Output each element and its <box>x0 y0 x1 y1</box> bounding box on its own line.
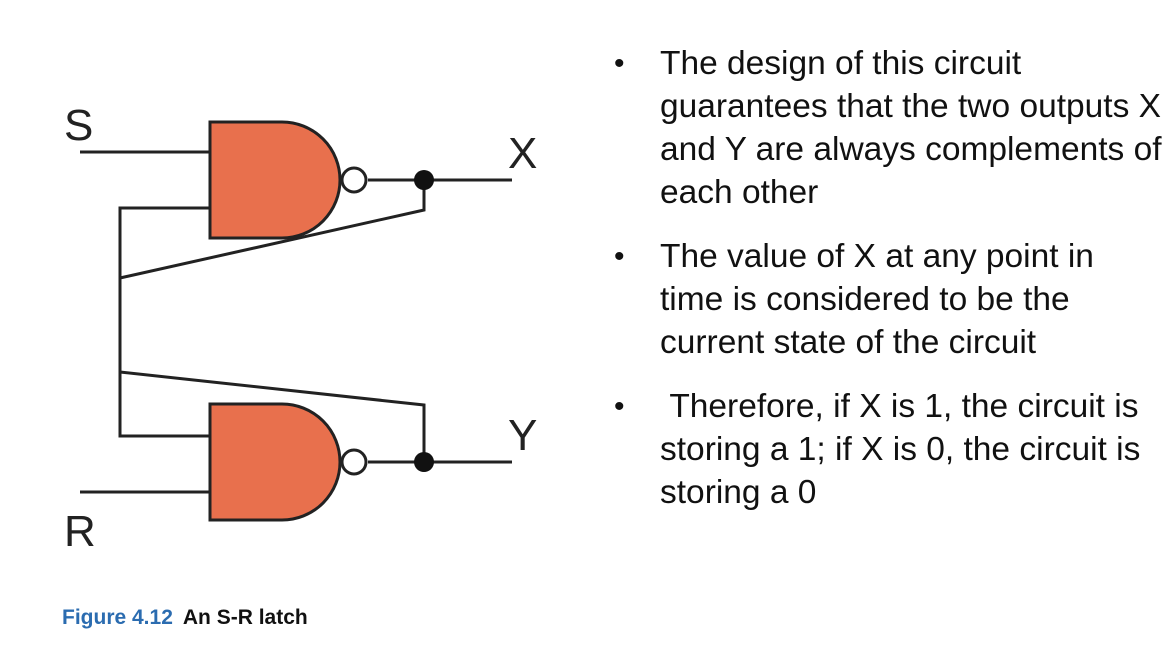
bullet-item: • The value of X at any point in time is… <box>610 235 1165 364</box>
x-label: X <box>508 129 537 178</box>
r-label: R <box>64 507 96 556</box>
y-label: Y <box>508 411 537 460</box>
bullet-text: The design of this circuit guarantees th… <box>660 45 1162 211</box>
top-nand-gate <box>208 120 342 240</box>
sr-latch-diagram: S X Y R <box>64 101 537 556</box>
y-feedback-wire-upper <box>118 206 212 278</box>
figure-number: Figure 4.12 <box>62 606 173 629</box>
bullet-list: • The design of this circuit guarantees … <box>610 42 1165 535</box>
bullet-marker: • <box>614 240 625 273</box>
figure-caption: Figure 4.12 An S-R latch <box>62 606 308 630</box>
wires <box>80 150 512 494</box>
bullet-marker: • <box>614 390 625 423</box>
x-feedback-wire <box>118 180 426 438</box>
top-gate-inverter-bubble <box>340 166 368 194</box>
bullet-marker: • <box>614 47 625 80</box>
bottom-gate-inverter-bubble <box>340 448 368 476</box>
x-junction-dot <box>414 170 434 190</box>
bullet-text: The value of X at any point in time is c… <box>660 238 1094 361</box>
y-feedback-wire <box>119 370 426 462</box>
figure-title: An S-R latch <box>182 606 308 629</box>
bullet-text: Therefore, if X is 1, the circuit is sto… <box>660 388 1150 511</box>
bottom-nand-gate <box>208 402 342 522</box>
bullet-item: • The design of this circuit guarantees … <box>610 42 1165 214</box>
y-junction-dot <box>414 452 434 472</box>
bullet-item: • Therefore, if X is 1, the circuit is s… <box>610 385 1165 514</box>
s-label: S <box>64 101 93 150</box>
